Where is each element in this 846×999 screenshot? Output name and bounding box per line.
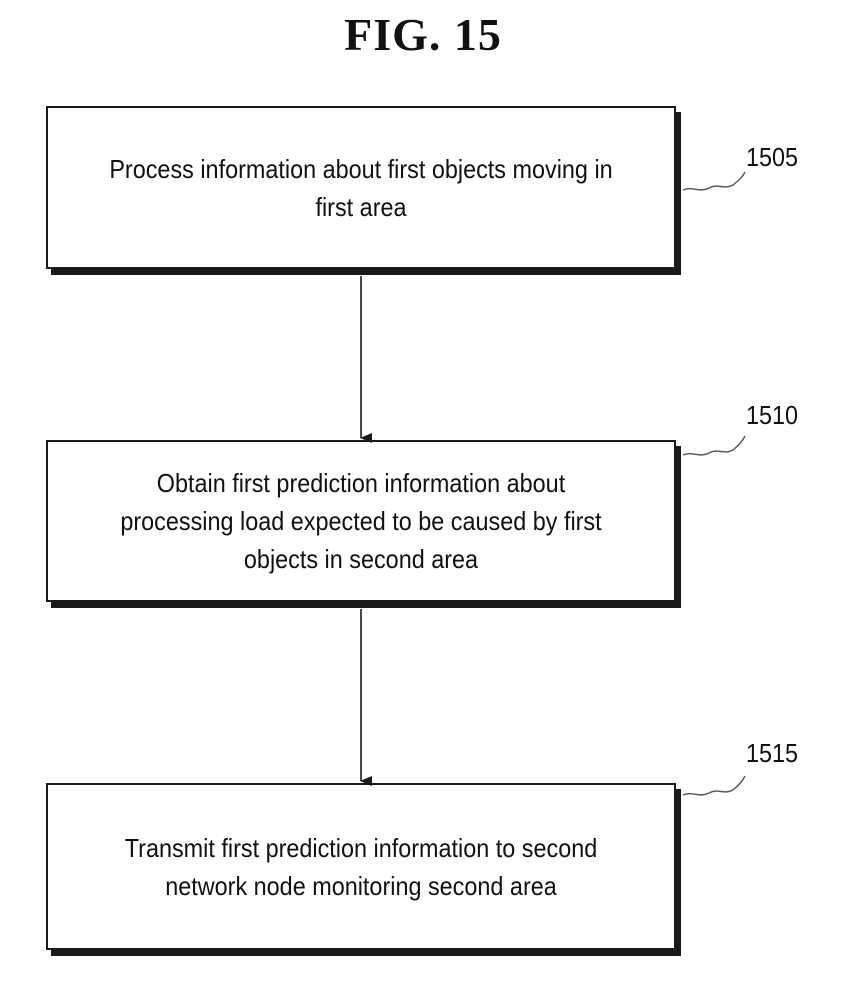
leader-line-1505 <box>683 172 745 190</box>
leader-line-1515 <box>683 776 745 795</box>
leader-line-1510 <box>683 436 745 455</box>
